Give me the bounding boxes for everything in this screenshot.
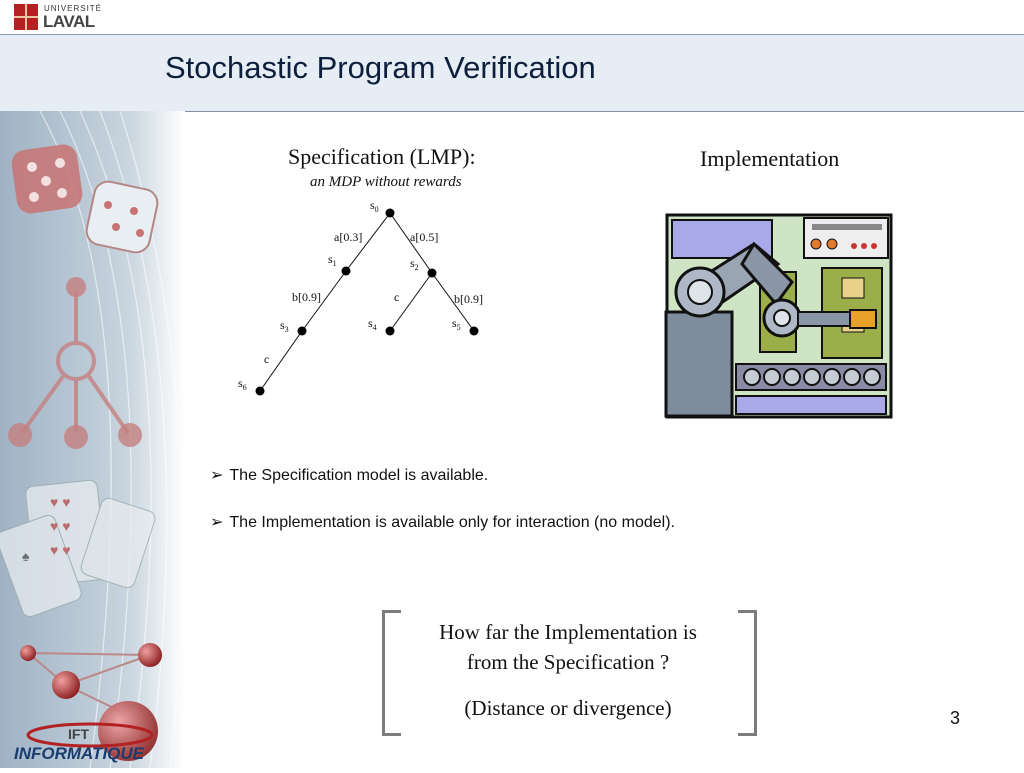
slide-number: 3 — [950, 708, 961, 728]
robot-arm-icon — [664, 212, 894, 420]
node-label-base: s — [238, 376, 243, 390]
node-label-subscript: 3 — [285, 325, 289, 334]
tree-edge-label: a[0.5] — [410, 230, 438, 244]
left-bracket — [382, 610, 401, 736]
page-title: Stochastic Program Verification — [165, 50, 596, 85]
tree-node-label: s6 — [238, 376, 247, 392]
bullet-item-spec: ➢ The Specification model is available. — [210, 465, 488, 485]
tree-edge-label: a[0.3] — [334, 230, 362, 244]
tree-node-s6 — [255, 386, 265, 396]
tree-node-s3 — [297, 326, 307, 336]
svg-text:♥ ♥: ♥ ♥ — [50, 494, 71, 510]
tree-node-s1 — [341, 266, 351, 276]
tree-edge — [389, 272, 433, 332]
tree-node-s0 — [385, 208, 395, 218]
arrow-bullet-icon: ➢ — [210, 467, 224, 484]
crest-icon — [14, 4, 38, 30]
specification-title: Specification (LMP): — [288, 144, 476, 169]
node-label-base: s — [452, 316, 457, 330]
tree-edge — [389, 212, 433, 274]
node-label-subscript: 1 — [333, 259, 337, 268]
specification-subtitle: an MDP without rewards — [310, 174, 462, 190]
tree-node-label: s2 — [410, 256, 419, 272]
ift-informatique-logo: IFT INFORMATIQUE — [10, 715, 170, 763]
network-diagram-icon — [20, 291, 130, 435]
bullet-text: The Specification model is available. — [229, 467, 489, 484]
title-band — [0, 34, 1024, 112]
arrow-bullet-icon: ➢ — [210, 514, 224, 531]
tree-node-s2 — [427, 268, 437, 278]
left-decorative-panel: ♥ ♥ ♥ ♥ ♥ ♥ ♠ — [0, 110, 185, 769]
tree-node-label: s3 — [280, 318, 289, 334]
implementation-title: Implementation — [700, 146, 840, 171]
tree-edge-label: c — [264, 352, 269, 366]
tree-edge — [431, 272, 475, 332]
logo-big-text: LAVAL — [43, 12, 95, 31]
node-label-subscript: 6 — [243, 383, 247, 392]
node-label-base: s — [410, 256, 415, 270]
svg-text:♥ ♥: ♥ ♥ — [50, 542, 71, 558]
bullet-item-impl: ➢ The Implementation is available only fo… — [210, 512, 675, 532]
tree-node-label: s4 — [368, 316, 377, 332]
universite-laval-logo: UNIVERSITÉ LAVAL — [14, 2, 114, 32]
dice-icon — [11, 144, 159, 254]
svg-text:♠: ♠ — [22, 548, 30, 564]
node-label-base: s — [368, 316, 373, 330]
tree-edge — [345, 212, 391, 272]
node-label-subscript: 2 — [415, 263, 419, 272]
node-label-base: s — [328, 252, 333, 266]
decorative-artwork: ♥ ♥ ♥ ♥ ♥ ♥ ♠ — [0, 110, 185, 769]
tree-edge-label: c — [394, 290, 399, 304]
question-line-2: from the Specification ? — [466, 650, 670, 674]
logo-strip — [0, 0, 1024, 34]
node-label-subscript: 5 — [457, 323, 461, 332]
tree-node-s4 — [385, 326, 395, 336]
footer-logo-top: IFT — [68, 726, 89, 742]
question-line-1: How far the Implementation is — [439, 620, 697, 644]
node-label-base: s — [370, 198, 375, 212]
tree-edge-label: b[0.9] — [454, 292, 483, 306]
question-line-3: (Distance or divergence) — [464, 696, 672, 720]
svg-text:♥ ♥: ♥ ♥ — [50, 518, 71, 534]
tree-edge-label: b[0.9] — [292, 290, 321, 304]
tree-node-label: s0 — [370, 198, 379, 214]
node-label-base: s — [280, 318, 285, 332]
bullet-text: The Implementation is available only for… — [229, 514, 675, 531]
logo-small-text: UNIVERSITÉ — [44, 4, 103, 13]
footer-logo-bottom: INFORMATIQUE — [14, 744, 145, 763]
tree-node-s5 — [469, 326, 479, 336]
right-bracket — [738, 610, 757, 736]
tree-edge — [301, 270, 347, 332]
playing-cards-icon: ♥ ♥ ♥ ♥ ♥ ♥ ♠ — [0, 479, 156, 618]
tree-edge — [259, 330, 303, 392]
tree-node-label: s1 — [328, 252, 337, 268]
tree-node-label: s5 — [452, 316, 461, 332]
node-label-subscript: 4 — [373, 323, 377, 332]
node-label-subscript: 0 — [375, 205, 379, 214]
